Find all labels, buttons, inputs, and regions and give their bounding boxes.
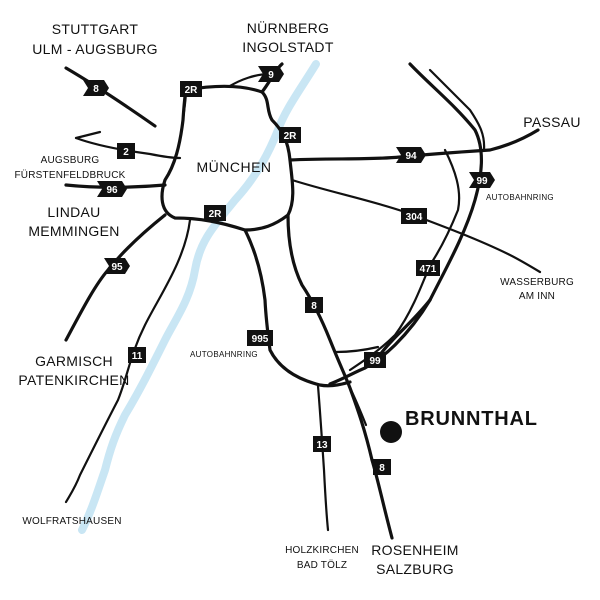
label-muenchen: MÜNCHEN	[196, 158, 271, 175]
label-rosenheim: ROSENHEIM	[371, 542, 459, 558]
shield-a995: 995	[247, 330, 273, 346]
svg-text:471: 471	[420, 264, 437, 275]
shield-ring-north: 2R	[180, 81, 202, 97]
svg-text:2: 2	[123, 147, 129, 158]
isar-river	[78, 60, 320, 534]
shield-a8-south: 8	[373, 459, 391, 475]
label-brunnthal: BRUNNTHAL	[405, 408, 538, 430]
label-holzkirchen: HOLZKIRCHEN	[285, 545, 359, 556]
a8-se-road	[286, 213, 394, 540]
link-south-road	[334, 345, 380, 354]
shield-a99-south: 99	[364, 352, 386, 368]
svg-text:13: 13	[316, 440, 328, 451]
svg-text:8: 8	[93, 84, 99, 95]
shield-a96: 96	[97, 181, 127, 197]
label-ulm-augsburg: ULM - AUGSBURG	[32, 41, 158, 57]
svg-text:94: 94	[405, 151, 417, 162]
shield-a99-east: 99	[469, 172, 495, 188]
svg-text:2R: 2R	[185, 85, 199, 96]
label-autobahnring-south: AUTOBAHNRING	[190, 350, 258, 359]
a99-north-road	[428, 68, 486, 152]
svg-text:304: 304	[406, 212, 423, 223]
shield-ring-south: 2R	[204, 205, 226, 221]
a99-east-road	[378, 62, 484, 357]
shield-a8-se: 8	[305, 297, 323, 313]
label-passau: PASSAU	[523, 114, 581, 130]
svg-text:2R: 2R	[209, 209, 223, 220]
label-stuttgart: STUTTGART	[52, 21, 139, 37]
svg-text:96: 96	[106, 185, 118, 196]
label-autobahnring-east: AUTOBAHNRING	[486, 193, 554, 202]
label-bad-toelz: BAD TÖLZ	[297, 559, 347, 571]
label-wasserburg: WASSERBURG	[500, 277, 574, 288]
b2-road	[74, 136, 182, 160]
ring-road	[160, 84, 295, 232]
svg-text:95: 95	[111, 262, 123, 273]
brunnthal-marker	[380, 421, 402, 443]
a995-road	[243, 228, 352, 388]
svg-text:8: 8	[311, 301, 317, 312]
shield-ring-east: 2R	[279, 127, 301, 143]
b2-spur-road	[74, 130, 102, 140]
rosenheim-road	[348, 386, 368, 427]
b13-road	[316, 384, 330, 532]
svg-text:8: 8	[379, 463, 385, 474]
svg-text:9: 9	[268, 70, 274, 81]
b304-road	[290, 178, 542, 274]
label-nuernberg: NÜRNBERG	[247, 19, 330, 36]
label-augsburg: AUGSBURG	[41, 155, 100, 166]
a99-south-road	[328, 298, 432, 386]
svg-text:995: 995	[252, 334, 269, 345]
shield-a471: 471	[416, 260, 440, 276]
label-wolfratshausen: WOLFRATSHAUSEN	[22, 516, 121, 527]
label-am-inn: AM INN	[519, 291, 555, 302]
svg-text:99: 99	[476, 176, 488, 187]
label-salzburg: SALZBURG	[376, 561, 454, 577]
shield-a94: 94	[396, 147, 426, 163]
shield-b304: 304	[401, 208, 427, 224]
shield-b11: 11	[128, 347, 146, 363]
shield-a95: 95	[104, 258, 130, 274]
label-garmisch: GARMISCH	[35, 353, 113, 369]
label-partenkirchen: PATENKIRCHEN	[18, 372, 129, 388]
svg-text:11: 11	[132, 351, 143, 362]
shield-a9: 9	[258, 66, 284, 82]
label-lindau: LINDAU	[47, 204, 100, 220]
b11-road	[64, 218, 192, 504]
label-fuerstenfeldbruck: FÜRSTENFELDBRUCK	[15, 169, 126, 181]
shield-b2: 2	[117, 143, 135, 159]
a8-stuttgart-road	[64, 66, 157, 128]
link-ne-road	[428, 148, 461, 267]
road-network	[64, 62, 542, 540]
svg-text:2R: 2R	[284, 131, 298, 142]
shield-a8-nw: 8	[83, 80, 109, 96]
label-ingolstadt: INGOLSTADT	[242, 39, 334, 55]
shield-b13: 13	[313, 436, 331, 452]
label-memmingen: MEMMINGEN	[28, 223, 119, 239]
svg-text:99: 99	[369, 356, 381, 367]
a94-road	[288, 128, 540, 162]
